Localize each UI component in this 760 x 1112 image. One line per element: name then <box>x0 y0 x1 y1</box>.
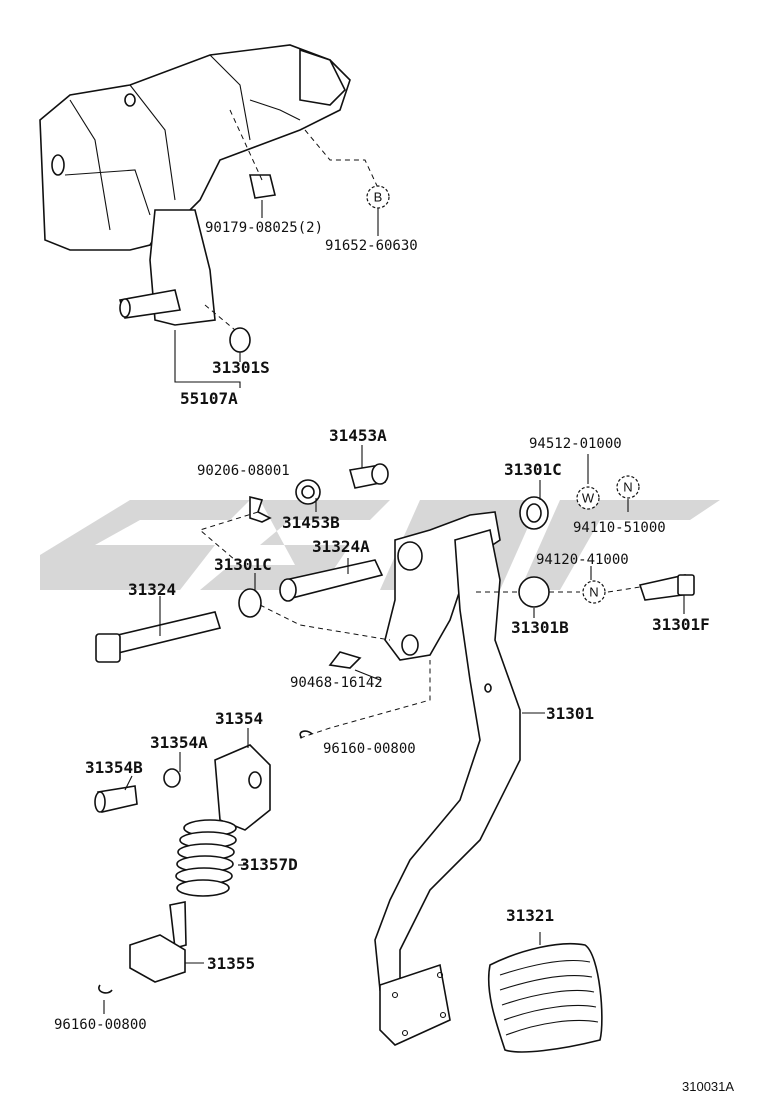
label-31354: 31354 <box>215 709 263 728</box>
svg-text:B: B <box>374 190 383 205</box>
pedal-support-bracket <box>39 44 351 353</box>
svg-text:N: N <box>589 585 598 600</box>
label-31301C-right: 31301C <box>504 460 562 479</box>
label-94110-51000: 94110-51000 <box>573 520 666 536</box>
label-90179-08025: 90179-08025(2) <box>205 220 323 236</box>
label-31453B: 31453B <box>282 513 340 532</box>
label-55107A: 55107A <box>180 389 238 408</box>
label-96160-00800-upper: 96160-00800 <box>323 741 416 757</box>
svg-text:N: N <box>623 480 632 495</box>
label-91652-60630: 91652-60630 <box>325 238 418 254</box>
pedal-pad <box>487 942 603 1053</box>
label-31301B: 31301B <box>511 618 569 637</box>
switch-and-spring-parts <box>94 744 271 994</box>
watermark-logo <box>40 500 720 590</box>
spring <box>175 819 237 897</box>
leader-lines <box>174 109 379 388</box>
label-31301F: 31301F <box>652 615 710 634</box>
label-94512-01000: 94512-01000 <box>529 436 622 452</box>
label-90468-16142: 90468-16142 <box>290 675 383 691</box>
label-31324: 31324 <box>128 580 176 599</box>
label-31453A: 31453A <box>329 426 387 445</box>
label-31301C-left: 31301C <box>214 555 272 574</box>
symbol-N-top: N <box>616 475 640 499</box>
label-31321: 31321 <box>506 906 554 925</box>
label-31324A: 31324A <box>312 537 370 556</box>
label-31301: 31301 <box>546 704 594 723</box>
label-31301S: 31301S <box>212 358 270 377</box>
symbol-W: W <box>576 486 600 510</box>
symbol-N-mid: N <box>582 580 606 604</box>
label-96160-00800-lower: 96160-00800 <box>54 1017 147 1033</box>
leader-lines-lower <box>103 445 685 1014</box>
label-31354B: 31354B <box>85 758 143 777</box>
symbol-B: B <box>366 185 390 209</box>
diagram-code: 310031A <box>682 1079 734 1094</box>
label-31357D: 31357D <box>240 855 298 874</box>
label-31354A: 31354A <box>150 733 208 752</box>
label-90206-08001: 90206-08001 <box>197 463 290 479</box>
brake-pedal-arm <box>374 528 521 1046</box>
label-31355: 31355 <box>207 954 255 973</box>
label-94120-41000: 94120-41000 <box>536 552 629 568</box>
svg-text:W: W <box>582 491 595 506</box>
